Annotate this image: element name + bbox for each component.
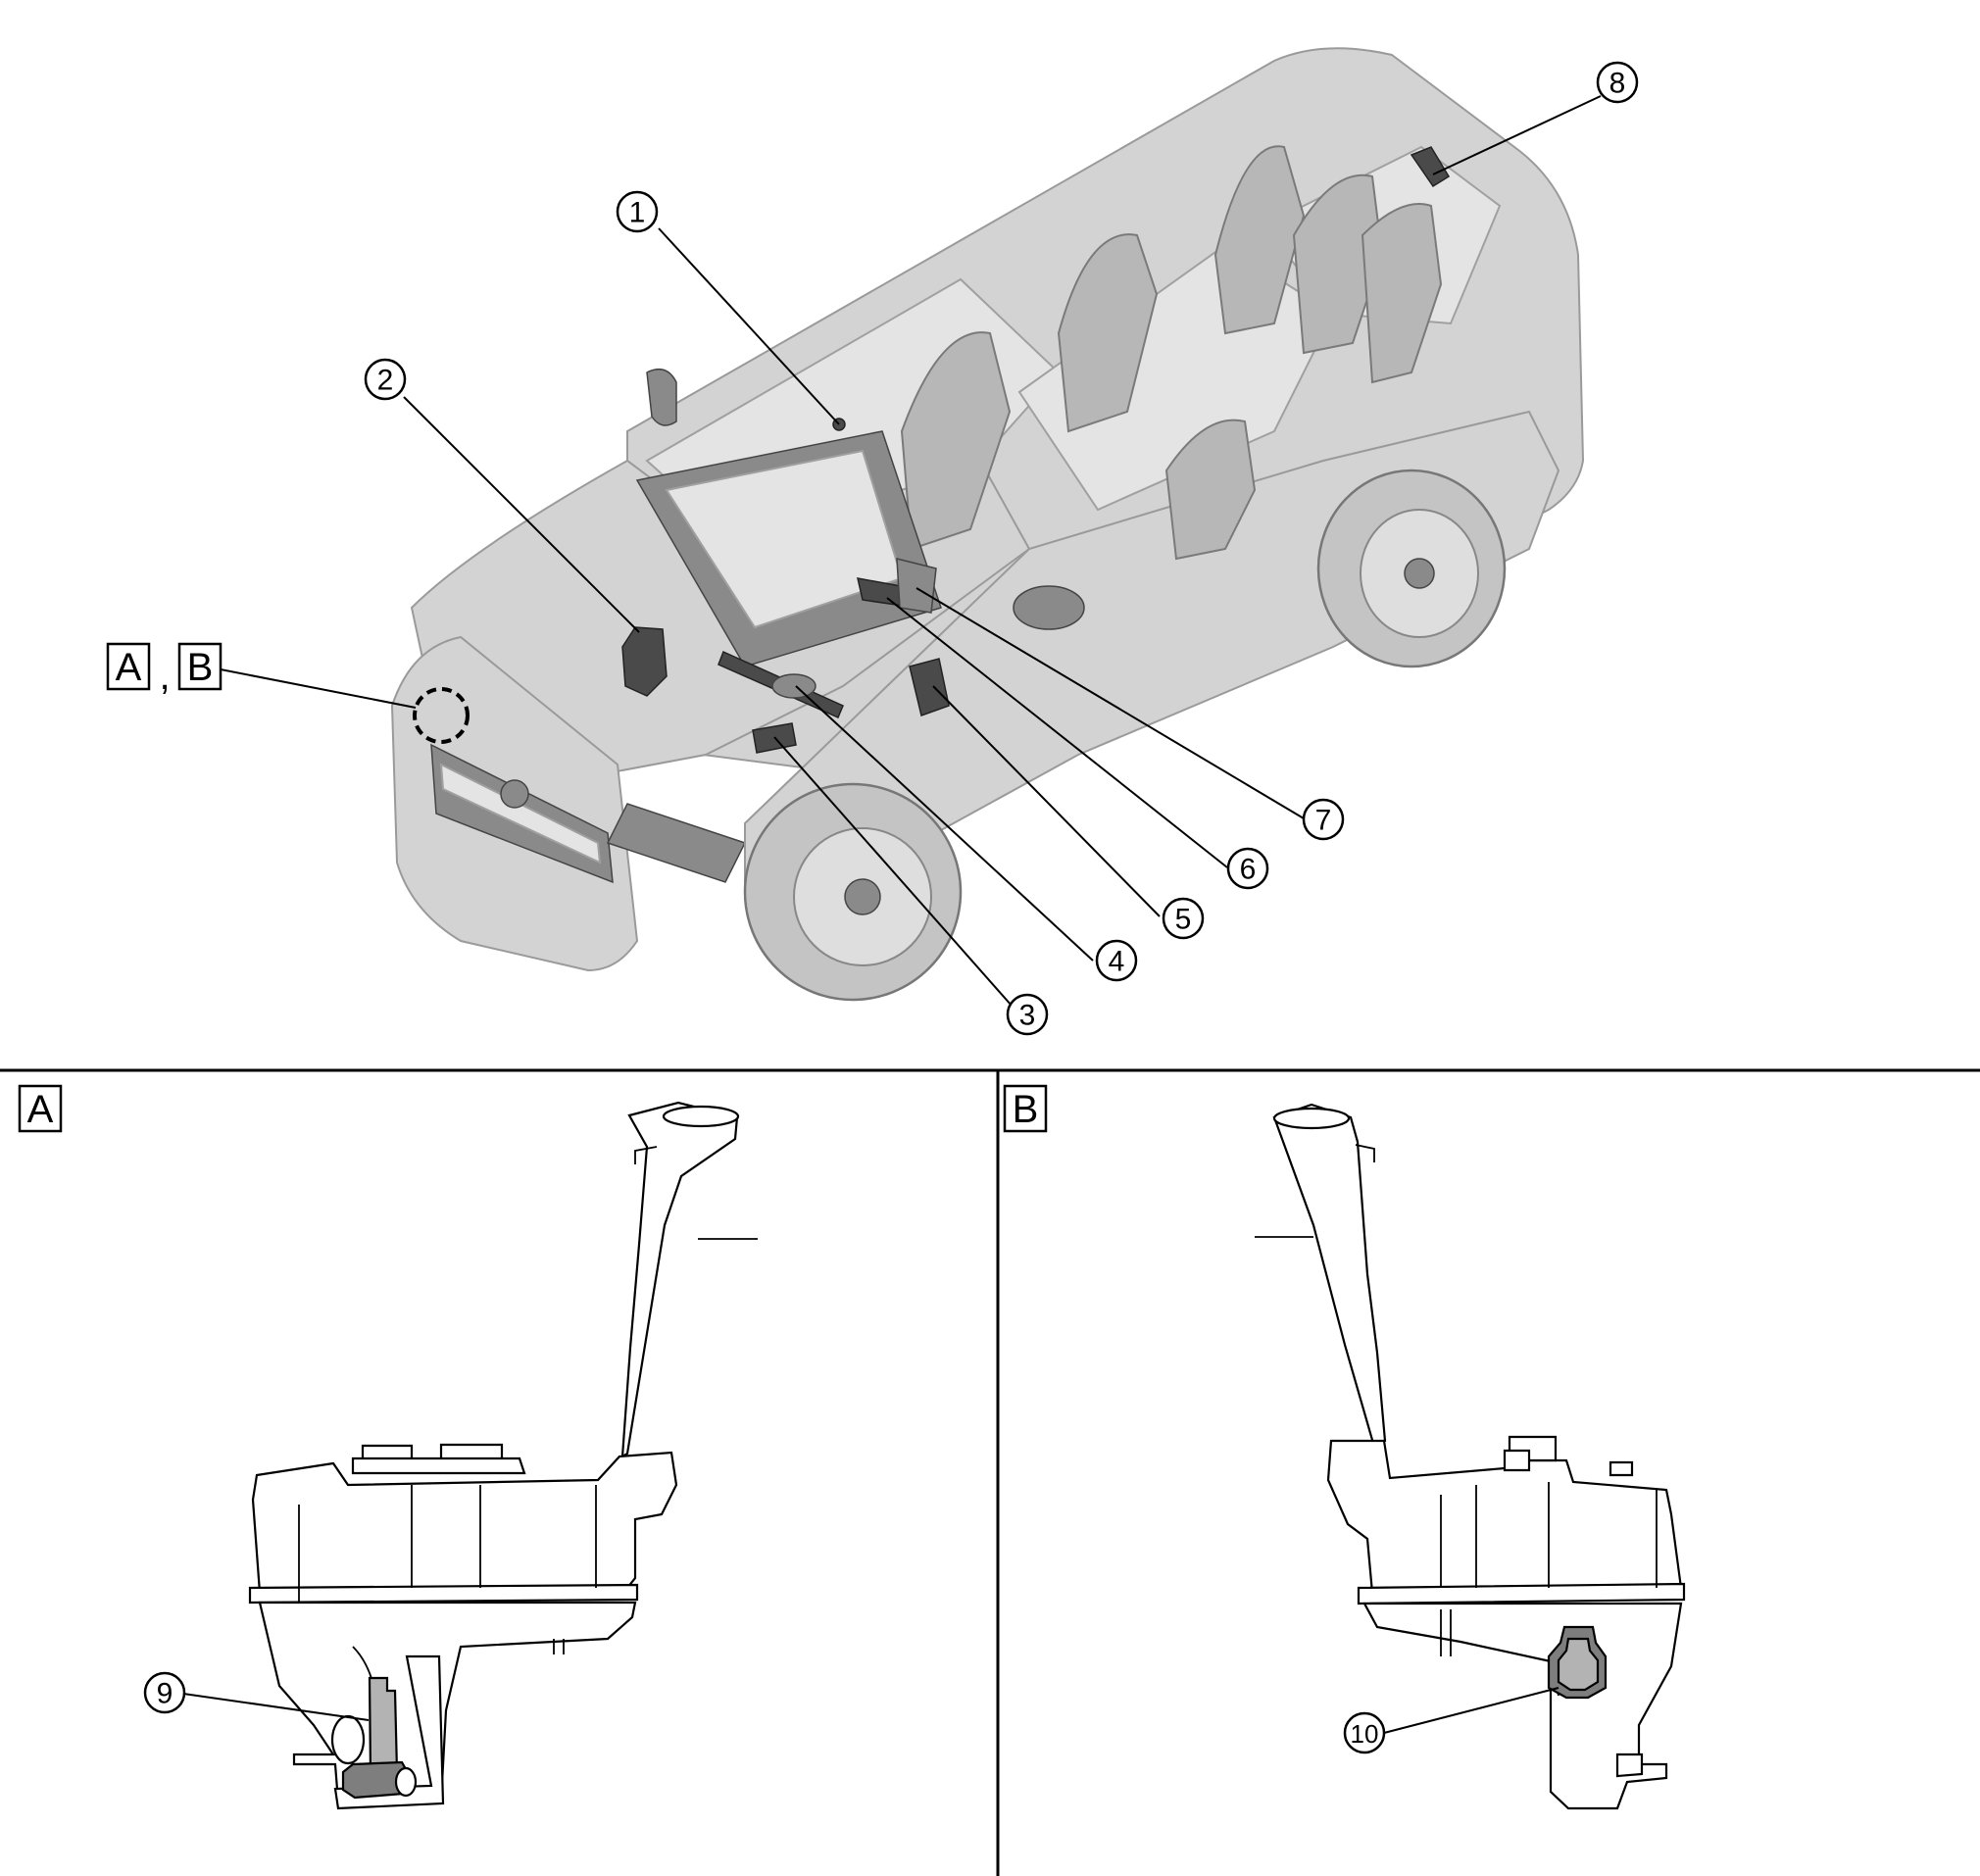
vehicle-illustration [390,47,1585,1002]
component-2 [621,626,668,697]
svg-text:1: 1 [629,197,646,229]
callout-5: 5 [1162,897,1205,940]
washer-pump-10 [1547,1625,1608,1700]
detail-reference-label: A , B [106,642,223,698]
callout-3: 3 [1006,993,1049,1036]
callout-10: 10 [1343,1711,1386,1754]
component-5 [909,658,950,716]
callout-6: 6 [1226,847,1269,890]
svg-text:7: 7 [1315,805,1332,837]
component-8 [1410,146,1451,188]
svg-text:6: 6 [1240,854,1257,886]
svg-text:8: 8 [1609,68,1626,100]
callout-7: 7 [1302,798,1345,841]
callout-9: 9 [143,1671,186,1714]
callout-8: 8 [1596,61,1639,104]
svg-text:4: 4 [1109,946,1125,978]
svg-text:3: 3 [1019,1000,1036,1032]
washer-tank-a [248,1101,758,1810]
callout-2: 2 [364,358,407,401]
svg-text:B: B [187,646,214,689]
svg-text:A: A [116,646,142,689]
svg-text:A: A [27,1088,54,1131]
svg-text:5: 5 [1175,904,1192,936]
callout-1: 1 [616,190,659,233]
svg-text:10: 10 [1351,1719,1379,1749]
svg-text:B: B [1013,1088,1039,1131]
panel-a: A [18,1084,758,1810]
washer-tank-b [1255,1103,1686,1810]
washer-pump-9 [330,1676,418,1800]
svg-text:,: , [159,655,170,698]
callout-4: 4 [1095,939,1138,982]
svg-text:9: 9 [157,1678,173,1710]
component-7 [896,558,937,614]
svg-text:2: 2 [377,365,394,397]
leader-lines [220,95,1602,1015]
detail-location-circle [413,687,470,744]
panel-b: B [1003,1084,1686,1810]
